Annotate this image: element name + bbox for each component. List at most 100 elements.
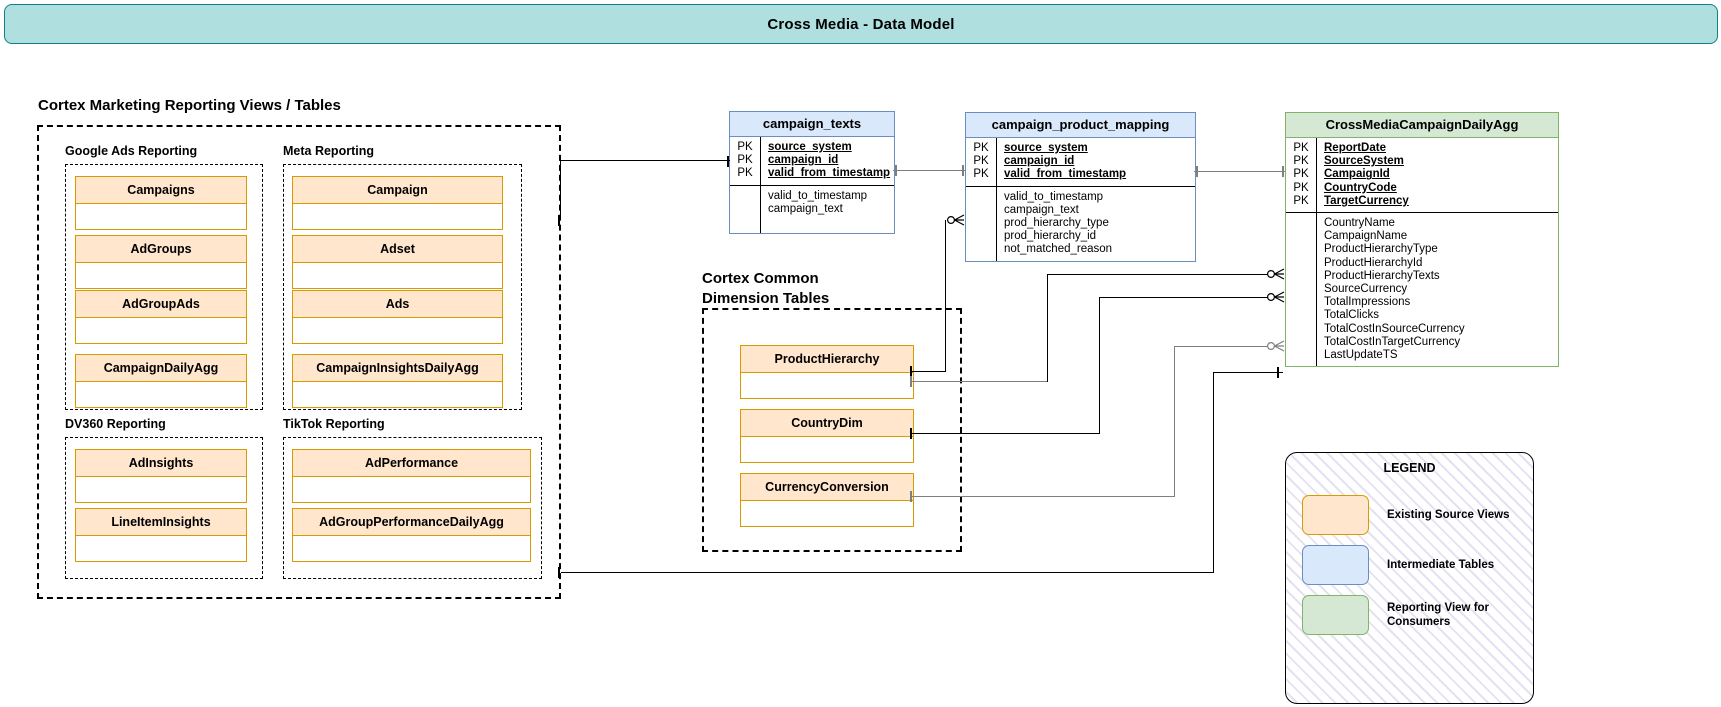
legend-swatch-source: [1302, 495, 1369, 535]
table-body: [293, 318, 502, 343]
group-container-meta: [283, 164, 522, 410]
entity-key-group: PK PK PK source_system campaign_id valid…: [730, 137, 894, 186]
table-body: [293, 204, 502, 229]
connector-segment: [945, 220, 947, 372]
connector-tick: [727, 156, 729, 167]
connector-segment: [912, 496, 1175, 498]
legend-label: Intermediate Tables: [1387, 559, 1495, 571]
entity-key-group: PK PK PK source_system campaign_id valid…: [966, 138, 1195, 187]
table-body: [76, 477, 246, 502]
attribute-marker-column: [1286, 213, 1316, 366]
legend-panel: LEGEND Existing Source Views Intermediat…: [1285, 452, 1534, 704]
table-body: [76, 382, 246, 407]
connector-tick: [910, 366, 912, 377]
entity-attribute-group: valid_to_timestamp campaign_text: [730, 185, 894, 234]
table-box-adperformance[interactable]: AdPerformance: [292, 449, 531, 503]
page-title-banner: Cross Media - Data Model: [4, 4, 1718, 44]
legend-swatch-reporting: [1302, 595, 1369, 635]
table-box-campaigns[interactable]: Campaigns: [75, 176, 247, 230]
table-box-adinsights[interactable]: AdInsights: [75, 449, 247, 503]
table-body: [741, 501, 913, 526]
table-box-campaign[interactable]: Campaign: [292, 176, 503, 230]
table-body: [76, 204, 246, 229]
page-title: Cross Media - Data Model: [767, 15, 955, 33]
table-name: CampaignInsightsDailyAgg: [293, 355, 502, 382]
crowfoot-marker: [1266, 291, 1285, 303]
connector-segment: [1213, 372, 1283, 374]
connector-tick: [910, 491, 912, 502]
table-box-adgroupperformancedailyagg[interactable]: AdGroupPerformanceDailyAgg: [292, 508, 531, 562]
group-container-tiktok: [283, 437, 542, 579]
table-name: AdInsights: [76, 450, 246, 477]
table-box-lineiteminsights[interactable]: LineItemInsights: [75, 508, 247, 562]
table-name: CurrencyConversion: [741, 474, 913, 501]
key-marker-column: PK PK PK PK PK: [1293, 142, 1309, 207]
table-box-ads[interactable]: Ads: [292, 290, 503, 344]
entity-title: campaign_product_mapping: [966, 113, 1195, 138]
table-name: AdGroups: [76, 236, 246, 263]
connector-segment: [560, 160, 562, 220]
connector-segment: [1099, 297, 1270, 299]
connector-tick: [895, 165, 897, 176]
legend-row-intermediate-tables: Intermediate Tables: [1302, 545, 1494, 585]
entity-campaign-product-mapping[interactable]: campaign_product_mapping PK PK PK source…: [965, 112, 1196, 262]
table-box-currencyconversion[interactable]: CurrencyConversion: [740, 473, 914, 527]
connector-segment: [912, 433, 1100, 435]
connector-tick: [962, 165, 964, 176]
table-box-producthierarchy[interactable]: ProductHierarchy: [740, 345, 914, 399]
table-box-campaigninsightsdailyagg[interactable]: CampaignInsightsDailyAgg: [292, 354, 503, 408]
table-name: Campaign: [293, 177, 502, 204]
key-field-column: source_system campaign_id valid_from_tim…: [996, 138, 1195, 186]
table-box-adgroups[interactable]: AdGroups: [75, 235, 247, 289]
table-name: Campaigns: [76, 177, 246, 204]
table-body: [76, 318, 246, 343]
entity-title: CrossMediaCampaignDailyAgg: [1286, 113, 1558, 138]
connector-segment: [561, 572, 1214, 574]
attribute-marker-column: [730, 186, 760, 234]
group-container-dv360: [65, 437, 263, 579]
connector-segment: [1047, 274, 1049, 382]
key-field-column: source_system campaign_id valid_from_tim…: [760, 137, 894, 185]
table-body: [293, 536, 530, 561]
attribute-marker-column: [966, 187, 996, 261]
entity-attribute-group: valid_to_timestamp campaign_text prod_hi…: [966, 186, 1195, 261]
legend-label: Reporting View for Consumers: [1387, 602, 1490, 628]
connector-tick: [910, 376, 912, 387]
connector-segment: [912, 371, 946, 373]
table-name: ProductHierarchy: [741, 346, 913, 373]
crowfoot-marker: [1266, 268, 1285, 280]
key-marker-column: PK PK PK: [973, 142, 989, 181]
connector-segment: [912, 381, 1048, 383]
entity-cross-media-campaign-daily-agg[interactable]: CrossMediaCampaignDailyAgg PK PK PK PK P…: [1285, 112, 1559, 368]
legend-row-existing-source-views: Existing Source Views: [1302, 495, 1510, 535]
table-box-adgroupads[interactable]: AdGroupAds: [75, 290, 247, 344]
connector-tick: [1277, 367, 1279, 378]
entity-campaign-texts[interactable]: campaign_texts PK PK PK source_system ca…: [729, 111, 895, 235]
key-field-column: ReportDate SourceSystem CampaignId Count…: [1316, 138, 1558, 213]
group-title-dv360: DV360 Reporting: [65, 417, 166, 431]
group-title-tiktok: TikTok Reporting: [283, 417, 385, 431]
group-container-google-ads: [65, 164, 263, 410]
table-box-campaigndailyagg[interactable]: CampaignDailyAgg: [75, 354, 247, 408]
attribute-field-column: CountryName CampaignName ProductHierarch…: [1316, 213, 1558, 367]
table-body: [76, 263, 246, 288]
connector-segment: [893, 170, 965, 172]
table-body: [741, 373, 913, 398]
group-title-google-ads: Google Ads Reporting: [65, 144, 198, 158]
connector-segment: [1099, 297, 1101, 434]
attribute-field-column: valid_to_timestamp campaign_text prod_hi…: [996, 186, 1195, 261]
table-body: [293, 382, 502, 407]
table-name: AdGroupAds: [76, 291, 246, 318]
table-body: [293, 477, 530, 502]
legend-label: Existing Source Views: [1387, 509, 1510, 521]
connector-tick: [910, 428, 912, 439]
attribute-field-column: valid_to_timestamp campaign_text: [760, 185, 894, 234]
legend-title: LEGEND: [1383, 461, 1436, 475]
key-marker-column: PK PK PK: [737, 141, 753, 180]
legend-swatch-intermediate: [1302, 545, 1369, 585]
table-box-countrydim[interactable]: CountryDim: [740, 409, 914, 463]
connector-segment: [1194, 171, 1285, 173]
connector-tick: [1282, 166, 1284, 177]
table-box-adset[interactable]: Adset: [292, 235, 503, 289]
table-name: Ads: [293, 291, 502, 318]
